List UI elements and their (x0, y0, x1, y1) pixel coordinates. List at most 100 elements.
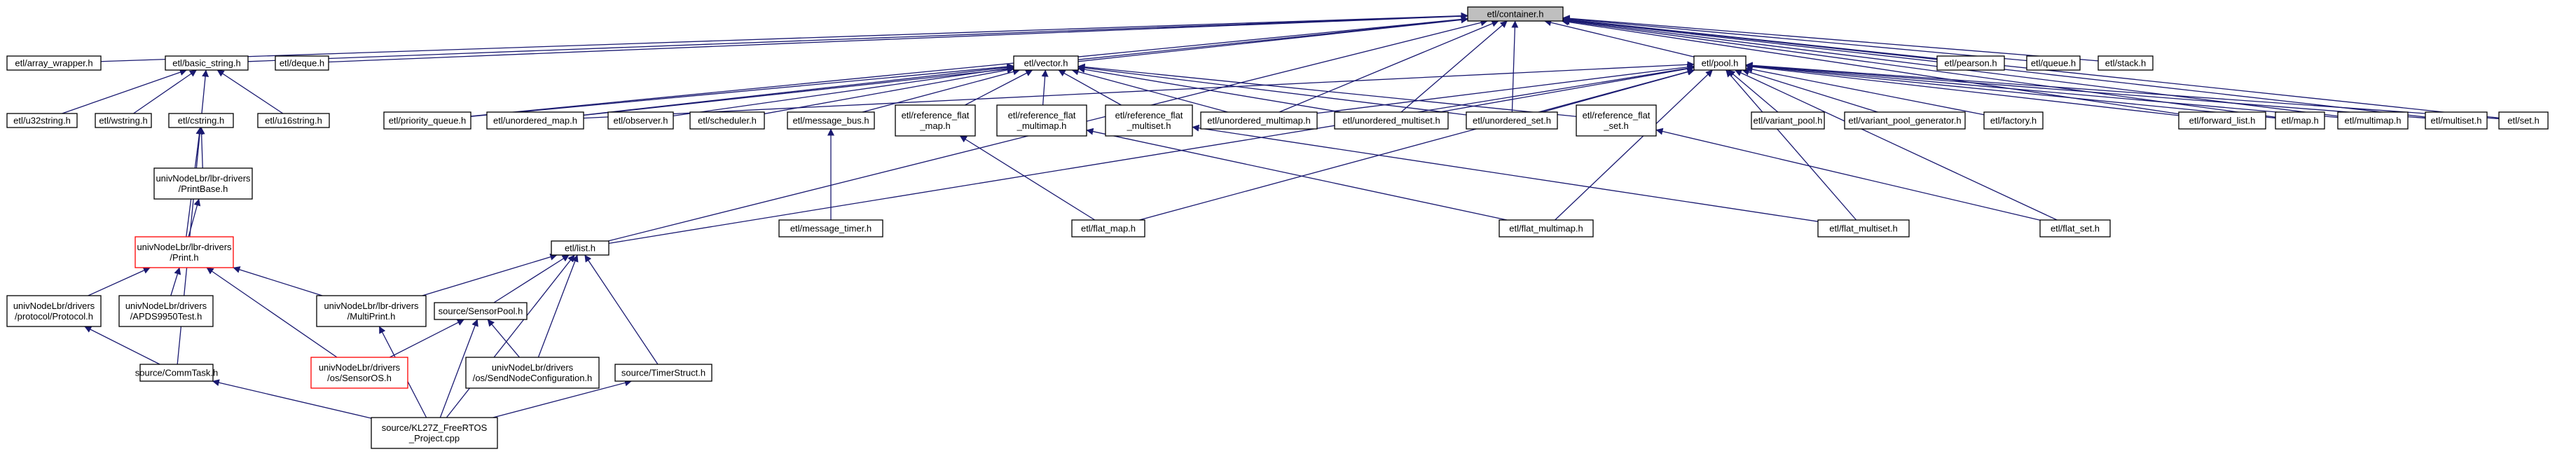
node-box (316, 295, 427, 327)
node-printbase[interactable]: univNodeLbr/lbr-drivers/PrintBase.h (153, 167, 253, 200)
edge-map-to-pool (1745, 62, 2276, 119)
node-list[interactable]: etl/list.h (551, 240, 609, 256)
node-basic-string[interactable]: etl/basic_string.h (165, 55, 249, 71)
node-label: etl/message_bus.h (792, 116, 869, 126)
edge-u16string-to-basic_string (216, 69, 284, 114)
node-unordered-multimap[interactable]: etl/unordered_multimap.h (1200, 111, 1318, 130)
node-protocol[interactable]: univNodeLbr/drivers/protocol/Protocol.h (6, 295, 102, 327)
node-box (275, 55, 329, 71)
node-forward-list[interactable]: etl/forward_list.h (2178, 111, 2266, 130)
node-box (787, 111, 875, 130)
node-ref-flat-multimap[interactable]: etl/reference_flat_multimap.h (996, 104, 1087, 137)
node-label: etl/pool.h (1702, 58, 1739, 69)
edge-message_bus-to-vector (862, 68, 1021, 113)
node-box (1105, 104, 1193, 137)
node-box (2498, 111, 2549, 130)
node-container[interactable]: etl/container.h (1467, 6, 1564, 22)
node-unordered-multiset[interactable]: etl/unordered_multiset.h (1334, 111, 1449, 130)
node-box (1576, 104, 1657, 137)
node-label: source/TimerStruct.h (621, 368, 705, 378)
node-label: univNodeLbr/lbr-drivers (156, 173, 251, 184)
node-pearson[interactable]: etl/pearson.h (1936, 55, 2005, 71)
node-deque[interactable]: etl/deque.h (275, 55, 329, 71)
node-sensoros[interactable]: univNodeLbr/drivers/os/SensorOS.h (310, 357, 408, 389)
edge-cstring-to-basic_string (201, 69, 209, 114)
node-ref-flat-set[interactable]: etl/reference_flat_set.h (1576, 104, 1657, 137)
node-apds[interactable]: univNodeLbr/drivers/APDS9950Test.h (118, 295, 214, 327)
node-cstring[interactable]: etl/cstring.h (168, 113, 234, 128)
node-box (1844, 111, 1966, 130)
node-label: /MultiPrint.h (347, 311, 396, 322)
node-label: etl/scheduler.h (698, 116, 757, 126)
edge-scheduler-to-vector (764, 67, 1014, 115)
node-label: _multimap.h (1017, 121, 1067, 131)
edge-unordered_set-to-container (1511, 20, 1519, 113)
node-box (465, 357, 600, 389)
dependency-edges (62, 12, 2500, 419)
node-label: source/SensorPool.h (439, 306, 523, 317)
node-sendnode[interactable]: univNodeLbr/drivers/os/SendNodeConfigura… (465, 357, 600, 389)
node-label: _multiset.h (1127, 121, 1171, 131)
node-u16string[interactable]: etl/u16string.h (257, 113, 330, 128)
node-array-wrapper[interactable]: etl/array_wrapper.h (6, 55, 102, 71)
node-box (153, 167, 253, 200)
node-box (2425, 111, 2488, 130)
edge-priority_queue-to-vector (470, 63, 1014, 117)
node-flat-map[interactable]: etl/flat_map.h (1071, 219, 1145, 238)
node-label: etl/multiset.h (2431, 116, 2482, 126)
node-variant-pool[interactable]: etl/variant_pool.h (1751, 111, 1825, 130)
node-unordered-set[interactable]: etl/unordered_set.h (1466, 111, 1558, 130)
edge-sensorpool-to-list (493, 254, 570, 303)
edge-sensoros-to-print (206, 267, 338, 358)
node-commtask[interactable]: source/CommTask.h (135, 364, 218, 382)
edge-sendnode-to-sensorpool (487, 319, 520, 358)
node-vector[interactable]: etl/vector.h (1013, 55, 1079, 71)
node-observer[interactable]: etl/observer.h (607, 111, 674, 130)
edge-multiprint-to-list (422, 253, 558, 296)
node-message-timer[interactable]: etl/message_timer.h (778, 219, 883, 238)
edge-print-to-printbase (188, 198, 201, 238)
edge-timerstruct-to-list (584, 254, 659, 365)
node-factory[interactable]: etl/factory.h (1983, 111, 2044, 130)
node-flat-set[interactable]: etl/flat_set.h (2039, 219, 2111, 238)
node-variant-pool-generator[interactable]: etl/variant_pool_generator.h (1844, 111, 1966, 130)
node-wstring[interactable]: etl/wstring.h (95, 113, 152, 128)
node-map[interactable]: etl/map.h (2275, 111, 2325, 130)
node-box (996, 104, 1087, 137)
node-priority-queue[interactable]: etl/priority_queue.h (383, 111, 471, 130)
node-label: etl/unordered_map.h (493, 116, 577, 126)
node-timerstruct[interactable]: source/TimerStruct.h (614, 364, 712, 382)
node-sensorpool[interactable]: source/SensorPool.h (434, 302, 528, 320)
node-box (1817, 219, 1910, 238)
node-kl27z[interactable]: source/KL27Z_FreeRTOS_Project.cpp (371, 417, 498, 449)
node-ref-flat-map[interactable]: etl/reference_flat_map.h (895, 104, 976, 137)
node-ref-flat-multiset[interactable]: etl/reference_flat_multiset.h (1105, 104, 1193, 137)
node-multiprint[interactable]: univNodeLbr/lbr-drivers/MultiPrint.h (316, 295, 427, 327)
node-pool[interactable]: etl/pool.h (1693, 55, 1747, 71)
edge-ref_flat_multimap-to-vector (1041, 69, 1049, 106)
node-multiset[interactable]: etl/multiset.h (2425, 111, 2488, 130)
node-flat-multimap[interactable]: etl/flat_multimap.h (1499, 219, 1594, 238)
node-scheduler[interactable]: etl/scheduler.h (689, 111, 765, 130)
node-box (6, 295, 102, 327)
node-message-bus[interactable]: etl/message_bus.h (787, 111, 875, 130)
node-set[interactable]: etl/set.h (2498, 111, 2549, 130)
node-print[interactable]: univNodeLbr/lbr-drivers/Print.h (135, 236, 234, 268)
node-label: etl/deque.h (280, 58, 324, 69)
edge-unordered_multiset-to-vector (1077, 66, 1341, 113)
node-label: etl/reference_flat (1008, 110, 1076, 121)
node-unordered-map[interactable]: etl/unordered_map.h (486, 111, 584, 130)
node-stack[interactable]: etl/stack.h (2098, 55, 2154, 71)
node-box (2275, 111, 2325, 130)
edge-set-to-pool (1745, 62, 2500, 120)
node-queue[interactable]: etl/queue.h (2026, 55, 2081, 71)
edge-flat_set-to-ref_flat_set (1655, 128, 2041, 221)
edge-apds-to-print (170, 267, 181, 296)
node-label: etl/vector.h (1024, 58, 1068, 69)
edge-multiset-to-pool (1745, 62, 2426, 119)
node-multimap[interactable]: etl/multimap.h (2337, 111, 2409, 130)
node-label: etl/variant_pool_generator.h (1848, 116, 1961, 126)
node-u32string[interactable]: etl/u32string.h (6, 113, 78, 128)
node-flat-multiset[interactable]: etl/flat_multiset.h (1817, 219, 1910, 238)
